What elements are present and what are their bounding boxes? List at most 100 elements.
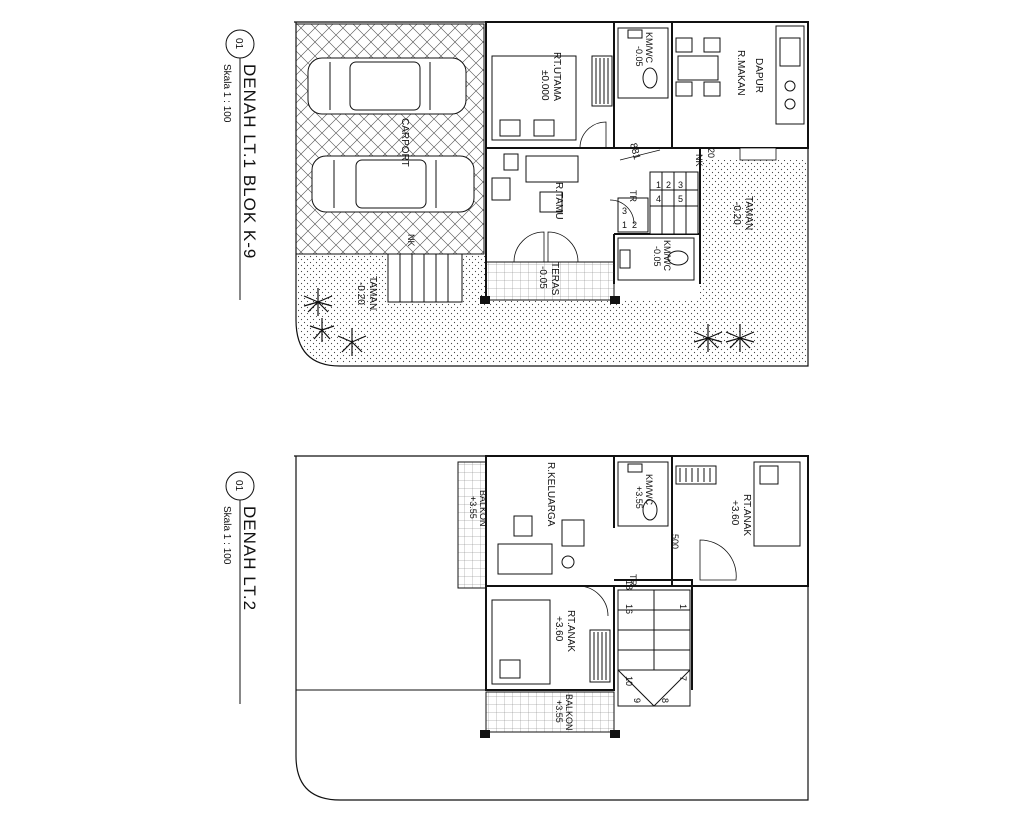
- column: [480, 730, 490, 738]
- kids-right-door: [699, 539, 737, 581]
- front-door-left: [513, 231, 545, 263]
- taman-front-label: TAMAN: [367, 276, 378, 310]
- balkon-left-label: BALKON: [478, 490, 488, 527]
- master-bed: [491, 55, 577, 141]
- car-top: [307, 57, 467, 115]
- stair-n9: 9: [632, 698, 642, 703]
- car-bottom: [311, 155, 475, 213]
- r-keluarga-label: R.KELUARGA: [545, 462, 556, 527]
- balkon-bottom-area: [485, 691, 615, 733]
- stair-step-1: 1: [656, 180, 661, 190]
- taman-front-level: -0.20: [355, 282, 366, 305]
- terrace-area: [485, 261, 615, 301]
- taman-side-level: -0.20: [731, 202, 742, 225]
- stair-n7: 7: [678, 676, 688, 681]
- plant-icon: [309, 318, 335, 342]
- bathroom-1: [617, 27, 669, 99]
- dim-20: 20: [706, 148, 716, 158]
- plant-icon: [725, 324, 755, 352]
- kids-left-door: [577, 585, 609, 617]
- floor2-plan: 01 DENAH LT.2 Skala 1 : 100 BALKON +3.55…: [221, 455, 809, 801]
- floor1-site-boundary: [294, 21, 809, 367]
- column: [610, 730, 620, 738]
- taman-side-label: TAMAN: [743, 196, 754, 230]
- dim-881-line: [619, 149, 661, 161]
- kmwc2-level: -0.05: [652, 246, 662, 267]
- floor2-stairs: [617, 589, 691, 707]
- floor2-title-block: 01 DENAH LT.2 Skala 1 : 100: [221, 471, 259, 704]
- dim-881: 881: [627, 142, 642, 161]
- tr-mark-2: TR: [628, 574, 638, 586]
- floor1-entry-stairs: [387, 253, 463, 303]
- interior-door: [609, 199, 635, 225]
- stair-step-5: 5: [678, 194, 683, 204]
- master-wardrobe: [591, 55, 613, 107]
- rt-anak-right-level: +3.60: [729, 500, 740, 526]
- teras-label: TERAS: [549, 262, 560, 296]
- stair-step-2: 2: [666, 180, 671, 190]
- column: [480, 296, 490, 304]
- balkon-left-level: +3.55: [468, 496, 478, 519]
- r-makan-label: R.MAKAN: [735, 50, 746, 96]
- kmwc-label: KM/WC: [644, 32, 654, 63]
- floor2-title: DENAH LT.2: [240, 506, 259, 611]
- dining-set: [675, 37, 721, 97]
- master-door: [579, 121, 607, 149]
- stair-low-1: 1: [622, 220, 627, 230]
- stair-n1: 1: [678, 604, 688, 609]
- floor1-scale: Skala 1 : 100: [221, 64, 232, 123]
- kmwc-floor2-level: +3.55: [634, 486, 644, 509]
- living-sofa-set: [491, 153, 579, 213]
- stair-n16: 16: [624, 604, 634, 614]
- floor1-plan: 01 DENAH LT.1 BLOK K-9 Skala 1 : 100 CAR…: [221, 21, 809, 367]
- stair-n18: 18: [624, 580, 634, 590]
- kids-bed-left: [491, 599, 551, 685]
- stair-low-2: 2: [632, 220, 637, 230]
- stair-n10: 10: [624, 676, 634, 686]
- dim-500: 500: [670, 534, 680, 549]
- floor1-stairs: [617, 171, 699, 235]
- teras-level: -0.05: [537, 266, 548, 289]
- floor2-site-boundary: [294, 455, 809, 801]
- stair-n8: 8: [660, 698, 670, 703]
- stair-step-3: 3: [678, 180, 683, 190]
- balkon-bottom-level: +3.55: [554, 700, 564, 723]
- kitchen-counter: [775, 25, 805, 125]
- rt-anak-right-label: RT.ANAK: [741, 494, 752, 536]
- kmwc-level: -0.05: [634, 46, 644, 67]
- floor1-title: DENAH LT.1 BLOK K-9: [240, 64, 259, 259]
- nk-mark-2: NK: [694, 154, 704, 167]
- rt-anak-left-label: RT.ANAK: [565, 610, 576, 652]
- rt-anak-left-level: +3.60: [553, 616, 564, 642]
- plant-icon: [303, 288, 333, 316]
- kitchen-door-step: [739, 147, 777, 161]
- floor1-title-block: 01 DENAH LT.1 BLOK K-9 Skala 1 : 100: [221, 29, 259, 300]
- rt-utama-level: ±0.000: [539, 70, 550, 101]
- front-door-right: [547, 231, 579, 263]
- plant-icon: [337, 328, 367, 356]
- kids-wardrobe-right: [675, 465, 717, 485]
- kids-bed-right: [753, 461, 801, 547]
- nk-mark-1: NK: [406, 234, 416, 247]
- kids-wardrobe-left: [589, 629, 611, 683]
- carport-label: CARPORT: [399, 118, 410, 167]
- tr-mark-1: TR: [628, 190, 638, 202]
- floor2-scale: Skala 1 : 100: [221, 506, 232, 565]
- stair-low-3: 3: [622, 206, 627, 216]
- kmwc2-label: KM/WC: [662, 240, 672, 271]
- balkon-bottom-label: BALKON: [564, 694, 574, 731]
- bathroom-floor2: [617, 461, 669, 527]
- floor1-garden-front-hatch: [298, 160, 806, 364]
- kmwc-floor2-label: KM/WC: [644, 474, 654, 505]
- family-room-furniture: [497, 515, 585, 575]
- floor2-walls: [485, 455, 809, 691]
- floor1-title-number: 01: [233, 38, 244, 50]
- floor2-title-number: 01: [233, 480, 244, 492]
- column: [610, 296, 620, 304]
- bathroom-2: [617, 237, 695, 281]
- stair-step-4: 4: [656, 194, 661, 204]
- plant-icon: [693, 324, 723, 352]
- rt-utama-label: RT.UTAMA: [551, 52, 562, 101]
- dapur-label: DAPUR: [753, 58, 764, 93]
